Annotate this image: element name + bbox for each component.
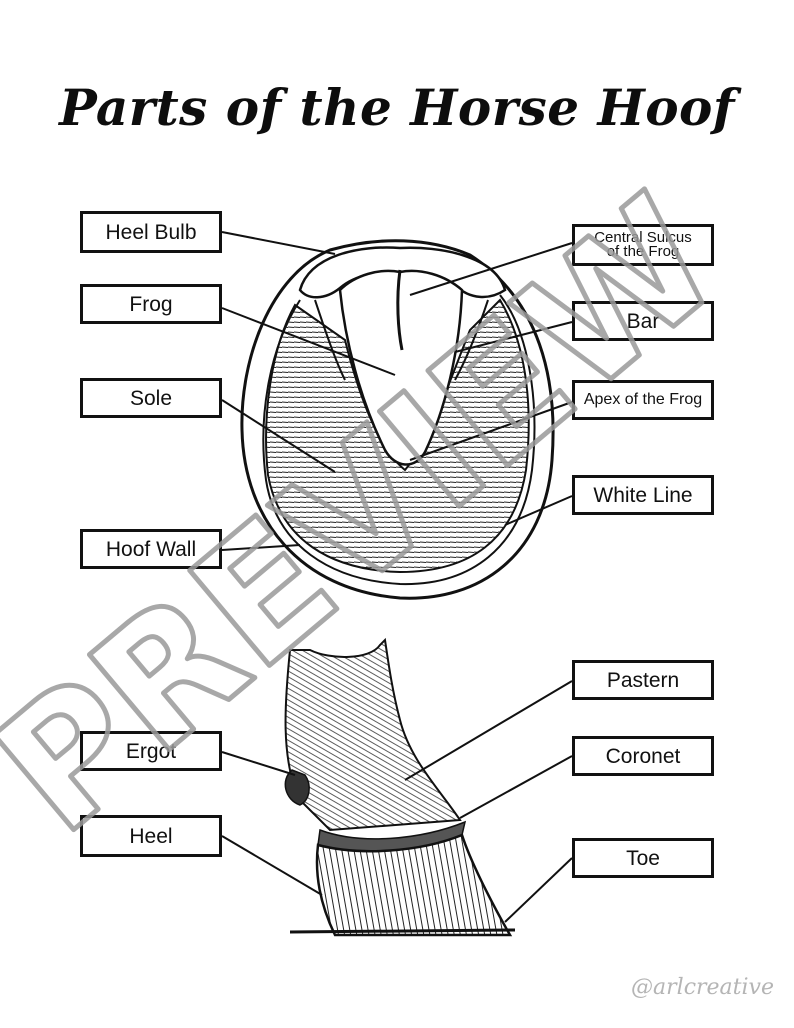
label-pastern: Pastern — [572, 660, 714, 700]
leader-heel — [221, 835, 323, 896]
leader-ergot — [221, 751, 296, 776]
leader-lines — [221, 231, 573, 923]
leader-coronet — [459, 755, 573, 819]
hoof-side-view — [284, 637, 516, 937]
label-central-sulcus-line1: Central Sulcus — [594, 229, 692, 246]
label-ergot: Ergot — [80, 731, 222, 771]
leader-white-line — [504, 495, 573, 526]
label-central-sulcus-line2: of the Frog — [606, 243, 680, 260]
leader-bar — [454, 321, 573, 353]
leader-central-sulcus — [409, 242, 573, 296]
leader-hoof-wall — [221, 544, 301, 551]
leader-sole — [221, 399, 336, 473]
sole-area — [265, 298, 530, 574]
credit-watermark: @arlcreative — [631, 975, 774, 1000]
label-heel: Heel — [80, 815, 222, 857]
label-white-line: White Line — [572, 475, 714, 515]
pastern-shape — [284, 637, 462, 832]
hoof-capsule — [315, 833, 513, 937]
ergot-shape — [284, 769, 310, 806]
label-frog: Frog — [80, 284, 222, 324]
leader-toe — [504, 857, 573, 923]
label-toe: Toe — [572, 838, 714, 878]
leader-pastern — [404, 680, 573, 781]
hoof-bottom-view — [240, 239, 555, 600]
label-bar: Bar — [572, 301, 714, 341]
label-apex: Apex of the Frog — [572, 380, 714, 420]
leader-frog — [221, 307, 396, 376]
page-title: Parts of the Horse Hoof — [59, 78, 735, 137]
label-coronet: Coronet — [572, 736, 714, 776]
leader-heel-bulb — [221, 231, 336, 255]
leader-apex — [409, 401, 573, 461]
label-hoof-wall: Hoof Wall — [80, 529, 222, 569]
label-sole: Sole — [80, 378, 222, 418]
label-heel-bulb: Heel Bulb — [80, 211, 222, 253]
label-central-sulcus: Central Sulcus of the Frog — [572, 224, 714, 266]
